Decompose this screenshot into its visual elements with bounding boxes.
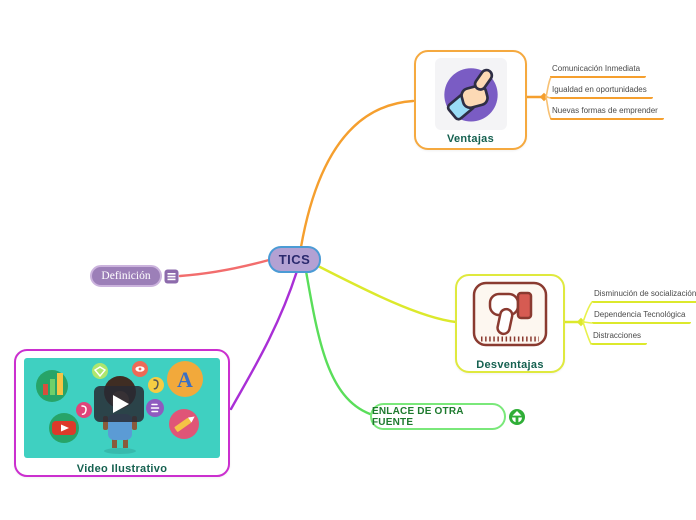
globe-icon[interactable] bbox=[508, 408, 526, 426]
music-bubble bbox=[148, 377, 164, 393]
subtopic-dependencia-tecnologica[interactable]: Dependencia Tecnológica bbox=[592, 309, 692, 324]
branch-video-line bbox=[229, 269, 299, 411]
note-lines-icon[interactable] bbox=[164, 269, 179, 284]
ventajas-image-box bbox=[434, 58, 507, 130]
branch-ventajas-item1 bbox=[545, 76, 552, 98]
ear-bubble bbox=[76, 402, 92, 418]
thumbs-down-icon bbox=[472, 281, 548, 347]
branch-desventajas-item2 bbox=[582, 321, 593, 324]
branch-ventajas-item3 bbox=[545, 96, 552, 120]
branch-desventajas-item3 bbox=[582, 321, 592, 345]
branch-desventajas-item1 bbox=[582, 301, 593, 323]
subtopic-distracciones[interactable]: Distracciones bbox=[591, 330, 648, 345]
subtopic-comunicacion-inmediata[interactable]: Comunicación Inmediata bbox=[550, 63, 647, 78]
branch-ventajas-line bbox=[299, 99, 415, 249]
video-thumbnail[interactable]: A bbox=[24, 358, 220, 458]
node-ventajas[interactable]: Ventajas bbox=[414, 50, 527, 150]
bar-chart-badge bbox=[36, 370, 68, 402]
play-icon[interactable] bbox=[94, 386, 144, 422]
diamond-bubble bbox=[92, 363, 108, 379]
ventajas-label: Ventajas bbox=[446, 133, 495, 145]
definicion-label: Definición bbox=[101, 270, 151, 282]
subtopic-disminucion-socializacion[interactable]: Disminución de socialización bbox=[592, 288, 696, 303]
subtopic-igualdad-oportunidades[interactable]: Igualdad en oportunidades bbox=[550, 84, 653, 99]
pencil-badge bbox=[169, 409, 199, 439]
branch-enlace-line bbox=[304, 269, 372, 416]
letter-a-badge: A bbox=[167, 361, 203, 397]
root-label: TICS bbox=[278, 252, 311, 267]
subtopic-nuevas-formas[interactable]: Nuevas formas de emprender bbox=[550, 105, 664, 120]
node-definicion[interactable]: Definición bbox=[90, 265, 162, 287]
root-node-tics[interactable]: TICS bbox=[268, 246, 321, 273]
video-label: Video Ilustrativo bbox=[76, 463, 168, 475]
node-video[interactable]: A bbox=[14, 349, 230, 477]
enlace-label: ENLACE DE OTRA FUENTE bbox=[372, 405, 464, 428]
branch-desventajas-line bbox=[314, 263, 458, 324]
eye-bubble bbox=[132, 361, 148, 377]
youtube-badge bbox=[49, 413, 79, 443]
node-desventajas[interactable]: Desventajas bbox=[455, 274, 565, 373]
desventajas-label: Desventajas bbox=[476, 359, 544, 371]
thumbs-up-icon bbox=[443, 68, 498, 122]
node-enlace[interactable]: ENLACE DE OTRA FUENTE bbox=[370, 403, 506, 430]
branch-definicion-line bbox=[178, 258, 271, 278]
hand-bubble bbox=[146, 399, 164, 417]
svg-text:A: A bbox=[177, 367, 193, 392]
